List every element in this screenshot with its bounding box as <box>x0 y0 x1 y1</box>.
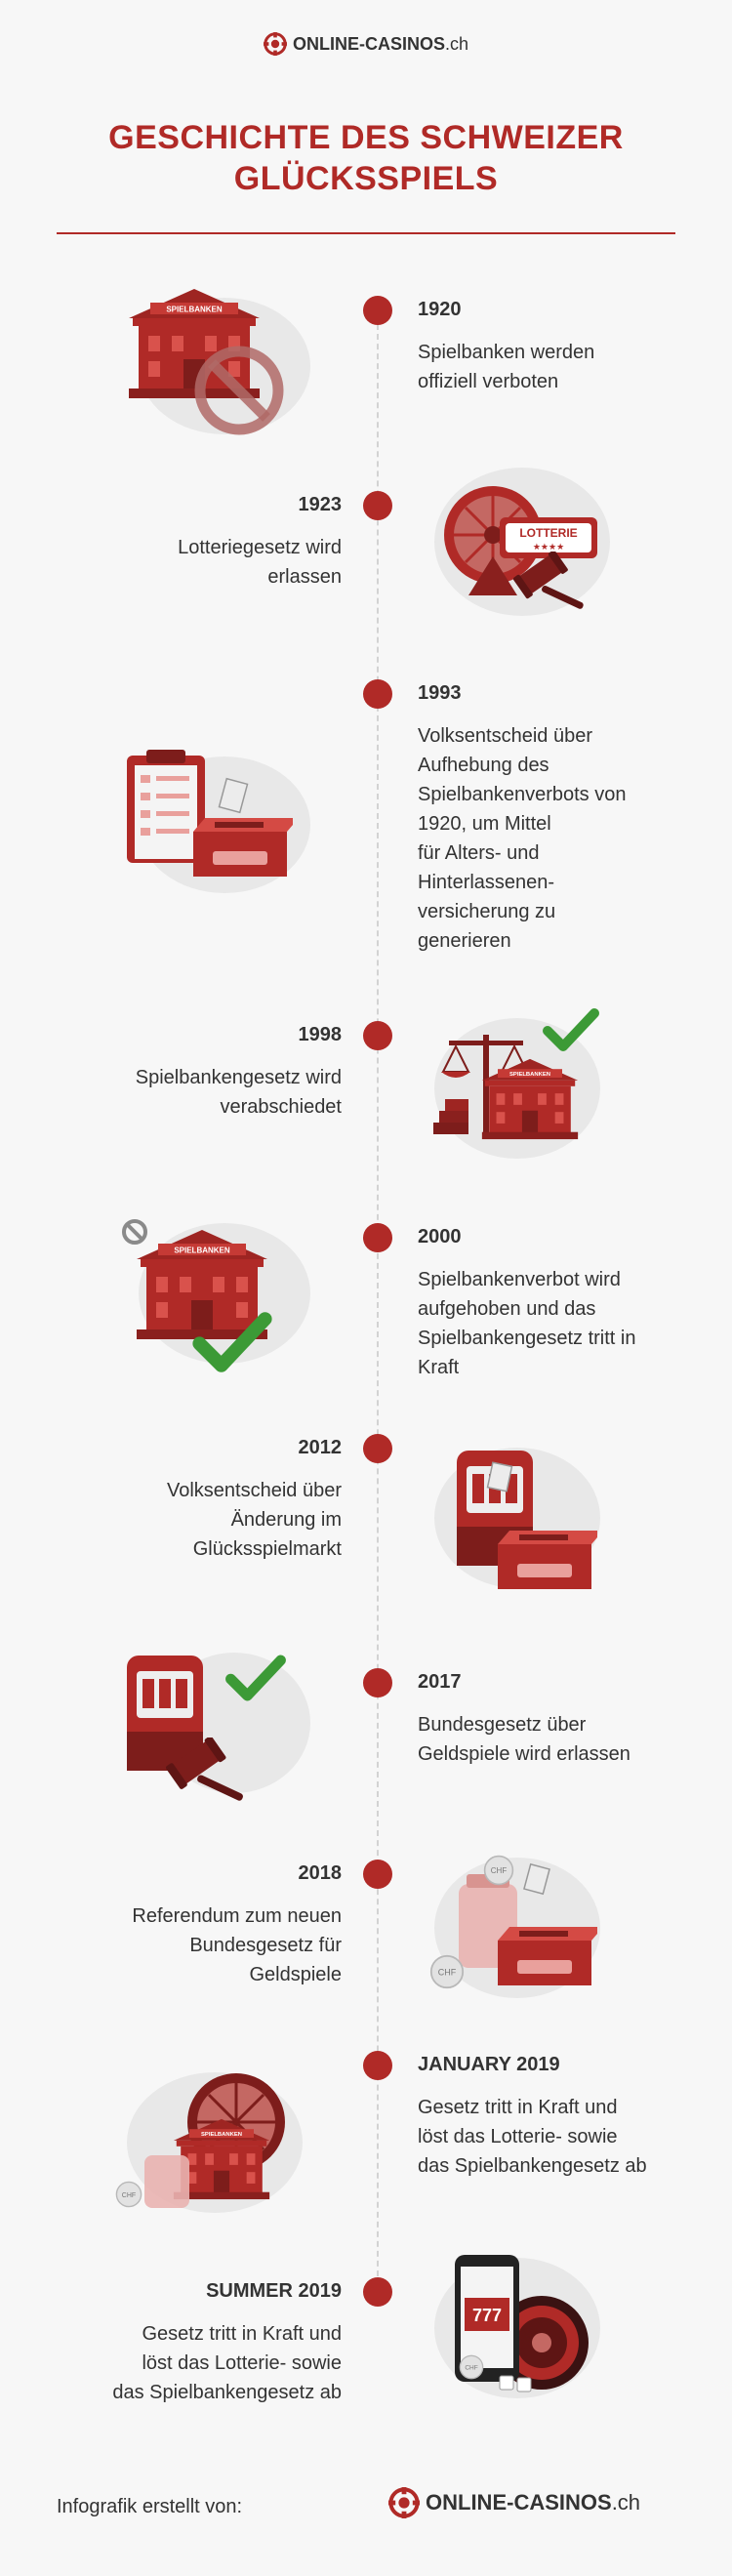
online-casinos-logo-icon <box>264 32 287 56</box>
timeline-event-1998: 1998 Spielbankengesetz wird verabschiede… <box>68 1020 342 1122</box>
event-year: 1923 <box>298 494 343 515</box>
event-description: Volksentscheid über Änderung im Glückssp… <box>166 1480 342 1560</box>
brand-name: ONLINE-CASINOS <box>426 2490 612 2515</box>
lottery-wheel-gavel-icon: LOTTERIE ★★★★ <box>434 468 610 616</box>
timeline-dot <box>363 1860 392 1889</box>
event-description: Volksentscheid über Aufhebung des Spielb… <box>418 725 627 952</box>
svg-text:★★★★: ★★★★ <box>533 542 564 552</box>
event-year: 1920 <box>418 299 462 320</box>
coin-jar-ballot-icon <box>429 1855 600 1998</box>
timeline-event-2017: 2017 Bundesgesetz über Geldspiele wird e… <box>418 1667 691 1769</box>
event-year: 2012 <box>298 1437 343 1458</box>
timeline-dot <box>363 1223 392 1252</box>
svg-text:777: 777 <box>472 2306 502 2325</box>
timeline-event-january-2019: JANUARY 2019 Gesetz tritt in Kraft und l… <box>418 2050 691 2181</box>
event-description: Spielbankengesetz wird verabschiedet <box>135 1067 342 1118</box>
brand-domain: .ch <box>445 33 469 54</box>
event-year: 1993 <box>418 682 462 704</box>
footer-credit-text: Infografik erstellt von: <box>57 2496 243 2517</box>
timeline-event-1920: 1920 Spielbanken werden offiziell verbot… <box>418 295 691 396</box>
event-description: Lotteriegesetz wird erlassen <box>178 537 342 588</box>
brand-name: ONLINE-CASINOS <box>292 33 445 54</box>
event-description: Gesetz tritt in Kraft und löst das Lotte… <box>112 2323 342 2403</box>
event-year: 2000 <box>418 1226 462 1247</box>
casino-building-prohibited-icon <box>129 289 310 435</box>
event-year: SUMMER 2019 <box>206 2280 342 2302</box>
event-year: JANUARY 2019 <box>418 2054 560 2075</box>
timeline-axis <box>377 305 379 2306</box>
timeline-dot <box>363 491 392 520</box>
online-casinos-logo-icon <box>388 2487 420 2518</box>
event-description: Spielbankenverbot wird aufgehoben und da… <box>418 1269 636 1378</box>
smartphone-slots-roulette-icon: 777 <box>434 2255 600 2398</box>
event-description: Bundesgesetz über Geldspiele wird erlass… <box>418 1714 630 1765</box>
casino-building-check-icon <box>122 1219 310 1376</box>
scales-casino-check-icon <box>433 1005 600 1159</box>
timeline-dot <box>363 1434 392 1463</box>
timeline-event-1923: 1923 Lotteriegesetz wird erlassen <box>68 490 342 592</box>
timeline-dot <box>363 2277 392 2307</box>
event-description: Referendum zum neuen Bundesgesetz für Ge… <box>132 1905 342 1985</box>
timeline-event-2000: 2000 Spielbankenverbot wird aufgehoben u… <box>418 1222 691 1382</box>
timeline-dot <box>363 1668 392 1697</box>
title-divider <box>57 232 675 234</box>
svg-text:LOTTERIE: LOTTERIE <box>519 526 577 540</box>
event-year: 1998 <box>298 1024 343 1045</box>
timeline-event-2012: 2012 Volksentscheid über Änderung im Glü… <box>68 1433 342 1564</box>
event-year: 2018 <box>298 1862 343 1884</box>
timeline-event-1993: 1993 Volksentscheid über Aufhebung des S… <box>418 678 691 956</box>
timeline-dot <box>363 679 392 709</box>
event-year: 2017 <box>418 1671 462 1693</box>
timeline-event-2018: 2018 Referendum zum neuen Bundesgesetz f… <box>68 1859 342 1989</box>
event-description: Spielbanken werden offiziell verboten <box>418 342 595 392</box>
casino-wheel-coins-icon <box>115 2072 303 2213</box>
brand-logo-footer[interactable]: ONLINE-CASINOS.ch <box>388 2487 640 2518</box>
timeline-event-summer-2019: SUMMER 2019 Gesetz tritt in Kraft und lö… <box>68 2276 342 2407</box>
event-description: Gesetz tritt in Kraft und löst das Lotte… <box>418 2097 647 2177</box>
page-title: GESCHICHTE DES SCHWEIZER GLÜCKSSPIELS <box>108 119 624 197</box>
timeline-dot <box>363 296 392 325</box>
brand-logo-header: ONLINE-CASINOS.ch <box>0 32 732 56</box>
timeline-dot <box>363 1021 392 1050</box>
timeline-dot <box>363 2051 392 2080</box>
brand-domain: .ch <box>611 2490 641 2515</box>
slot-machine-ballot-icon <box>434 1448 600 1589</box>
slot-machine-gavel-check-icon <box>127 1653 310 1802</box>
clipboard-ballot-box-icon <box>127 750 310 893</box>
